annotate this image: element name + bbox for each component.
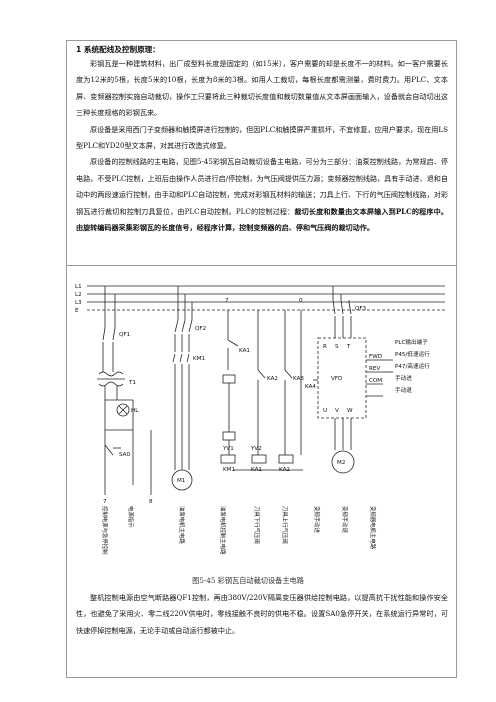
transformer-label: T1	[128, 380, 136, 386]
circuit-diagram: L1 L2 L3 E QF1 QF2 QF3 T1 HL SA0 7 8 7 0…	[75, 284, 445, 555]
vfd-output-v: V	[335, 408, 339, 414]
breaker-qf1: QF1	[119, 332, 131, 338]
plc-term-manual-back: 手动退	[395, 386, 412, 394]
contactor-ka3: KA3	[293, 376, 304, 382]
page-frame	[66, 40, 457, 678]
paragraph-3-text: 原设备的控制线路的主电路，见图5-45彩钢瓦自动裁切设备主电路，可分为三部分：油…	[76, 157, 448, 216]
frame-divider	[66, 265, 457, 266]
vlabel-vfd-motor-main: 变频器电机主电路	[369, 506, 377, 550]
plc-term-p47: P47/高速运行	[395, 362, 430, 370]
bus-label-l3: L3	[75, 300, 82, 306]
paragraph-bottom: 整机控制电源由空气断路器QF1控制，再由380V/220V隔离变压器供给控制电路…	[76, 593, 448, 635]
vlabel-pump-control: 油泵电机控制主电路	[219, 506, 227, 555]
vfd-input-s: S	[335, 344, 339, 350]
vlabel-pump-main: 油泵电机主电路	[178, 506, 186, 544]
section-heading: 1 系统配线及控制原理：	[76, 45, 160, 54]
lamp-label: HL	[131, 408, 139, 414]
estop-label: SA0	[119, 452, 130, 458]
paragraph-1: 彩钢瓦是一种建筑材料，出厂成型料长度是固定的（如15米），客户需要的却是长度不一…	[76, 59, 448, 118]
vfd-input-r: R	[323, 344, 327, 350]
contactor-ka4: KA4	[305, 384, 316, 390]
motor-m1-label: M1	[177, 478, 186, 484]
bus-label-e: E	[75, 308, 79, 314]
node-8-bottom: 8	[149, 499, 153, 505]
coil-ka1: KA1	[251, 467, 262, 473]
node-0-top: 0	[299, 298, 303, 304]
vfd-output-w: W	[347, 408, 353, 414]
node-7-bottom: 7	[103, 499, 107, 505]
plc-term-p45: P45/低速运行	[395, 350, 430, 358]
plc-term-manual-forward: 手动进	[395, 374, 412, 382]
bus-label-l1: L1	[75, 284, 82, 290]
paragraph-3: 原设备的控制线路的主电路，见图5-45彩钢瓦自动裁切设备主电路，可分为三部分：油…	[76, 154, 448, 236]
coil-yv2: YV2	[250, 446, 262, 452]
breaker-qf2: QF2	[195, 326, 206, 332]
vfd-term-rev: REV	[369, 366, 380, 372]
section-text: 1 系统配线及控制原理： 彩钢瓦是一种建筑材料，出厂成型料长度是固定的（如15米…	[76, 44, 448, 236]
vlabel-knife-up: 刀具上行气压阀	[281, 506, 289, 544]
paragraph-3-highlight: 裁切长度和数量由文本屏输入到PLC的程序中。由旋转编码器采集彩钢瓦的长度信号，经…	[76, 206, 448, 233]
contactor-km1: KM1	[193, 356, 205, 362]
breaker-qf3: QF3	[355, 306, 367, 312]
paragraph-2: 原设备是采用西门子变频器和触摸屏进行控制的，但因PLC和触摸屏严重损坏，不宜修复…	[76, 124, 448, 151]
coil-km1: KM1	[223, 467, 235, 473]
vlabel-knife-down: 刀具下行气压阀	[253, 506, 261, 544]
vlabel-vfd-manual-forward: 变频手动进	[313, 506, 321, 534]
figure-caption: 图5-45 彩钢瓦自动裁切设备主电路	[192, 576, 304, 585]
node-7-top: 7	[225, 298, 229, 304]
vlabel-vfd-manual-back: 变频手动退	[341, 506, 349, 534]
coil-yv1: YV1	[222, 446, 234, 452]
vfd-term-com: COM	[369, 378, 382, 384]
vfd-input-t: T	[346, 344, 351, 350]
vfd-output-u: U	[323, 408, 327, 414]
bus-label-l2: L2	[75, 292, 82, 298]
vlabel-control-power: 控制电源与急停控制	[101, 506, 109, 555]
vlabel-power-indicator: 电源指示	[127, 506, 135, 528]
contactor-ka2: KA2	[267, 376, 278, 382]
bottom-text: 整机控制电源由空气断路器QF1控制，再由380V/220V隔离变压器供给控制电路…	[76, 590, 448, 639]
contactor-ka1: KA1	[239, 348, 250, 354]
vfd-name: VFD	[331, 376, 342, 382]
plc-output-label: PLC输出端子	[395, 338, 428, 346]
motor-m2-label: M2	[337, 460, 345, 466]
vfd-term-fwd: FWD	[369, 354, 382, 360]
coil-ka2: KA2	[279, 467, 290, 473]
